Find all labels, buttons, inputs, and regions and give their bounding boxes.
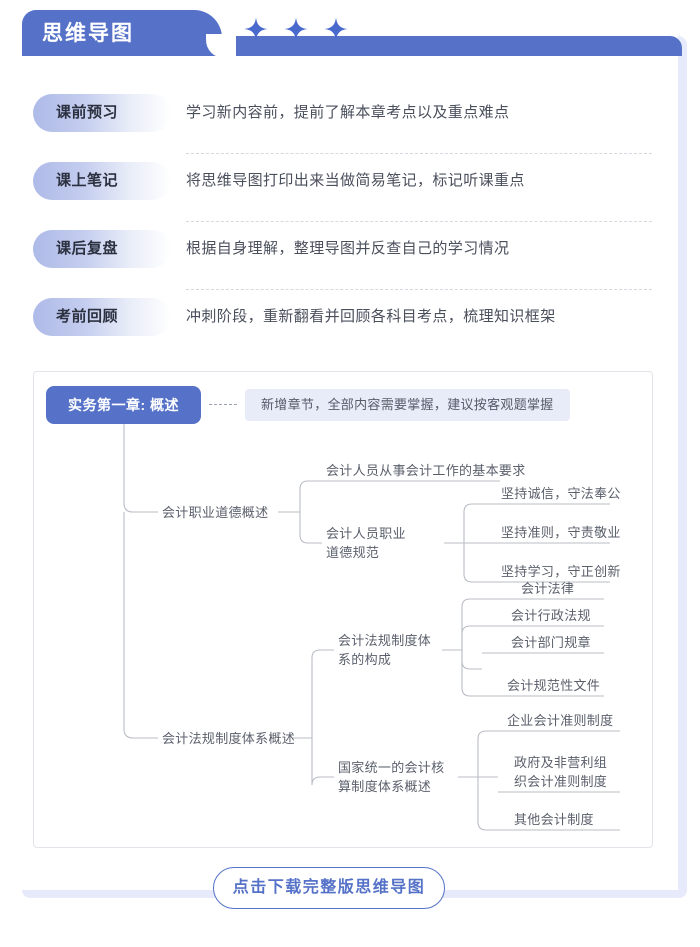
mindmap-root-node: 实务第一章: 概述 — [46, 386, 201, 424]
step-description: 冲刺阶段，重新翻看并回顾各科目考点，梳理知识框架 — [186, 308, 556, 325]
frame-right-edge — [678, 36, 687, 898]
study-steps-list: 课前预习 学习新内容前，提前了解本章考点以及重点难点 课上笔记 将思维导图打印出… — [0, 86, 700, 358]
sparkle-star-icon — [324, 17, 348, 41]
step-divider — [186, 153, 652, 154]
mindmap-node: 坚持诚信，守法奉公 — [501, 486, 621, 501]
step-label: 考前回顾 — [55, 308, 118, 325]
mindmap-node: 会计法律 — [521, 581, 575, 596]
step-description: 根据自身理解，整理导图并反查自己的学习情况 — [186, 240, 510, 257]
sparkle-star-icon — [244, 17, 268, 41]
page-header: 思维导图 — [0, 0, 700, 62]
step-description: 学习新内容前，提前了解本章考点以及重点难点 — [186, 104, 510, 121]
list-item: 考前回顾 冲刺阶段，重新翻看并回顾各科目考点，梳理知识框架 — [0, 290, 700, 358]
mindmap-root-note: 新增章节，全部内容需要掌握，建议按客观题掌握 — [245, 389, 570, 421]
step-label: 课上笔记 — [55, 172, 118, 189]
list-item: 课后复盘 根据自身理解，整理导图并反查自己的学习情况 — [0, 222, 700, 290]
mindmap-node: 会计规范性文件 — [507, 678, 601, 693]
step-badge: 课上笔记 — [33, 162, 171, 200]
step-badge: 考前回顾 — [33, 298, 171, 336]
step-divider — [186, 221, 652, 222]
mindmap-node: 国家统一的会计核 算制度体系概述 — [338, 760, 445, 794]
root-note-connector — [209, 404, 237, 405]
mindmap-node: 会计法规制度体系概述 — [162, 731, 296, 746]
mindmap-node: 会计部门规章 — [511, 635, 591, 650]
mindmap-node: 坚持学习，守正创新 — [501, 564, 621, 579]
mindmap-node: 坚持准则，守责敬业 — [501, 525, 621, 540]
sparkle-star-group — [243, 16, 349, 42]
step-description: 将思维导图打印出来当做简易笔记，标记听课重点 — [186, 172, 525, 189]
list-item: 课前预习 学习新内容前，提前了解本章考点以及重点难点 — [0, 86, 700, 154]
step-label: 课前预习 — [55, 104, 118, 121]
mindmap-node: 会计行政法规 — [511, 608, 591, 623]
sparkle-star-icon — [284, 17, 308, 41]
mindmap-node: 其他会计制度 — [514, 812, 594, 827]
mindmap-panel: 实务第一章: 概述 新增章节，全部内容需要掌握，建议按客观题掌握 — [33, 371, 653, 848]
mindmap-node: 政府及非营利组 织会计准则制度 — [514, 755, 608, 789]
header-tab — [22, 10, 222, 56]
step-label: 课后复盘 — [55, 240, 118, 257]
download-button[interactable]: 点击下载完整版思维导图 — [213, 867, 445, 909]
page-title: 思维导图 — [42, 22, 134, 45]
mindmap-node: 会计人员从事会计工作的基本要求 — [326, 463, 526, 478]
step-badge: 课前预习 — [33, 94, 171, 132]
mindmap-node: 会计职业道德概述 — [162, 505, 269, 520]
mindmap-node: 会计人员职业 道德规范 — [326, 526, 406, 560]
step-badge: 课后复盘 — [33, 230, 171, 268]
list-item: 课上笔记 将思维导图打印出来当做简易笔记，标记听课重点 — [0, 154, 700, 222]
mindmap-node: 会计法规制度体 系的构成 — [338, 633, 432, 667]
mindmap-node: 企业会计准则制度 — [507, 713, 614, 728]
step-divider — [186, 289, 652, 290]
